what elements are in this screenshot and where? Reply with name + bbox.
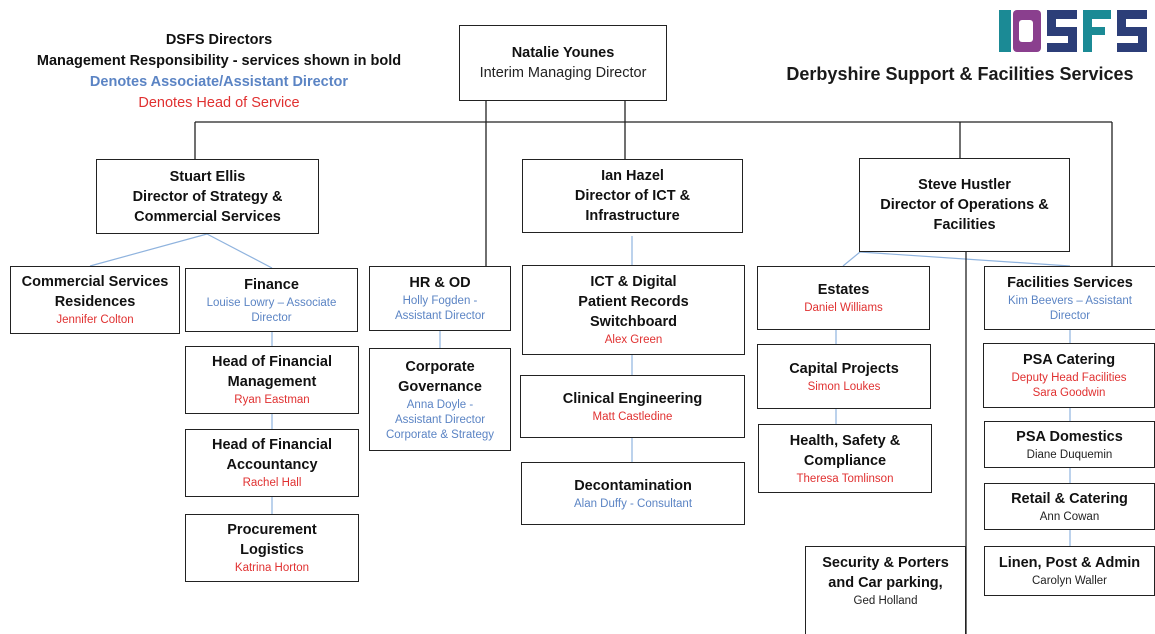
- unit-security-box: Security & Porters and Car parking, Ged …: [805, 546, 966, 634]
- unit-hr-box: HR & OD Holly Fogden - Assistant Directo…: [369, 266, 511, 331]
- unit-psa-domestics-title: PSA Domestics: [1016, 428, 1123, 445]
- unit-facilities-associate-2: Director: [1049, 309, 1091, 322]
- director-strategy-name: Stuart Ellis: [169, 168, 246, 185]
- unit-finance-associate-2: Director: [251, 311, 292, 324]
- md-box: Natalie Younes Interim Managing Director: [459, 25, 667, 101]
- unit-hr-title: HR & OD: [409, 275, 471, 291]
- unit-governance-associate-3: Corporate & Strategy: [385, 428, 495, 441]
- unit-clinical-title: Clinical Engineering: [562, 390, 703, 407]
- unit-linen-title: Linen, Post & Admin: [998, 555, 1141, 571]
- director-strategy-box: Stuart Ellis Director of Strategy & Comm…: [96, 159, 319, 234]
- unit-hfm-head: Ryan Eastman: [234, 394, 310, 406]
- unit-estates-title: Estates: [817, 282, 870, 298]
- legend: DSFS Directors Management Responsibility…: [14, 30, 424, 114]
- director-ict-role-2: Infrastructure: [585, 208, 680, 224]
- unit-psa-catering-box: PSA Catering Deputy Head Facilities Sara…: [983, 343, 1155, 408]
- unit-security-title-2: and Car parking,: [828, 575, 943, 591]
- unit-psa-catering-head-2: Sara Goodwin: [1032, 387, 1106, 399]
- unit-security-head: Ged Holland: [853, 595, 918, 607]
- unit-ict-digital-head: Alex Green: [604, 334, 663, 346]
- unit-clinical-head: Matt Castledine: [592, 410, 673, 423]
- unit-capital-head: Simon Loukes: [807, 380, 881, 393]
- md-name: Natalie Younes: [511, 45, 615, 61]
- unit-hr-associate: Holly Fogden -: [402, 295, 478, 307]
- unit-hs-box: Health, Safety & Compliance Theresa Toml…: [758, 424, 932, 493]
- unit-estates-box: Estates Daniel Williams: [757, 266, 930, 330]
- unit-psa-domestics-head: Diane Duquemin: [1026, 448, 1113, 461]
- director-ict-name: Ian Hazel: [601, 168, 664, 184]
- unit-finance-title: Finance: [244, 276, 299, 293]
- unit-hs-head: Theresa Tomlinson: [796, 472, 894, 485]
- unit-retail-title: Retail & Catering: [1011, 490, 1128, 507]
- unit-clinical-box: Clinical Engineering Matt Castledine: [520, 375, 745, 438]
- unit-ict-digital-title-2: Patient Records: [578, 294, 689, 310]
- unit-ict-digital-title-3: Switchboard: [589, 314, 677, 330]
- director-strategy-role: Director of Strategy &: [132, 188, 283, 205]
- unit-governance-title: Corporate: [405, 358, 475, 375]
- unit-governance-associate-2: Assistant Director: [394, 413, 486, 426]
- unit-hfa-head: Rachel Hall: [242, 477, 302, 489]
- unit-security-title: Security & Porters: [822, 555, 949, 571]
- unit-decon-title: Decontamination: [574, 477, 692, 494]
- dsfs-logo: [999, 10, 1147, 52]
- unit-decon-consultant: Alan Duffy - Consultant: [573, 497, 693, 510]
- director-ops-box: Steve Hustler Director of Operations & F…: [859, 158, 1070, 252]
- unit-facilities-box: Facilities Services Kim Beevers – Assist…: [984, 266, 1155, 330]
- unit-hr-associate-2: Assistant Director: [394, 310, 486, 322]
- unit-facilities-title: Facilities Services: [1007, 274, 1133, 291]
- director-ops-role: Director of Operations &: [880, 197, 1049, 213]
- unit-psa-catering-head: Deputy Head Facilities: [1011, 372, 1127, 384]
- unit-finance-box: Finance Louise Lowry – Associate Directo…: [185, 268, 358, 332]
- unit-hfa-box: Head of Financial Accountancy Rachel Hal…: [185, 429, 359, 497]
- director-strategy-role-2: Commercial Services: [134, 208, 281, 225]
- unit-ict-digital-title: ICT & Digital: [590, 274, 677, 290]
- director-ict-box: Ian Hazel Director of ICT & Infrastructu…: [522, 159, 743, 233]
- unit-hs-title: Health, Safety &: [789, 432, 901, 449]
- unit-psa-domestics-box: PSA Domestics Diane Duquemin: [984, 421, 1155, 468]
- unit-procurement-title-2: Logistics: [240, 542, 304, 558]
- unit-linen-box: Linen, Post & Admin Carolyn Waller: [984, 546, 1155, 596]
- unit-procurement-box: Procurement Logistics Katrina Horton: [185, 514, 359, 582]
- unit-procurement-head: Katrina Horton: [234, 562, 310, 574]
- director-ops-role-2: Facilities: [933, 217, 996, 233]
- director-ops-name: Steve Hustler: [918, 177, 1011, 193]
- unit-procurement-title: Procurement: [227, 522, 317, 538]
- unit-capital-box: Capital Projects Simon Loukes: [757, 344, 931, 409]
- unit-governance-box: Corporate Governance Anna Doyle - Assist…: [369, 348, 511, 451]
- brand-name: Derbyshire Support & Facilities Services: [786, 64, 1134, 84]
- legend-title: DSFS Directors: [165, 32, 273, 48]
- unit-retail-head: Ann Cowan: [1039, 510, 1100, 523]
- unit-hfm-title-2: Management: [227, 374, 317, 390]
- md-role: Interim Managing Director: [479, 65, 647, 81]
- unit-commercial-title-2: Residences: [54, 294, 136, 310]
- unit-linen-head: Carolyn Waller: [1032, 575, 1107, 587]
- unit-commercial-head: Jennifer Colton: [56, 314, 134, 326]
- unit-facilities-associate: Kim Beevers – Assistant: [1008, 294, 1132, 307]
- unit-capital-title: Capital Projects: [789, 360, 899, 377]
- unit-decon-box: Decontamination Alan Duffy - Consultant: [521, 462, 745, 525]
- unit-hfa-title: Head of Financial: [211, 437, 333, 453]
- legend-head-note: Denotes Head of Service: [138, 95, 300, 111]
- unit-hs-title-2: Compliance: [803, 452, 887, 469]
- unit-governance-associate: Anna Doyle -: [406, 398, 474, 411]
- unit-commercial-box: Commercial Services Residences Jennifer …: [10, 266, 180, 334]
- director-ict-role: Director of ICT &: [574, 188, 691, 204]
- unit-estates-head: Daniel Williams: [804, 302, 883, 314]
- unit-hfm-title: Head of Financial: [211, 354, 333, 370]
- unit-hfm-box: Head of Financial Management Ryan Eastma…: [185, 346, 359, 414]
- unit-finance-associate: Louise Lowry – Associate: [206, 296, 337, 309]
- unit-psa-catering-title: PSA Catering: [1022, 352, 1116, 368]
- unit-retail-box: Retail & Catering Ann Cowan: [984, 483, 1155, 530]
- legend-associate-note: Denotes Associate/Assistant Director: [89, 74, 349, 90]
- unit-governance-title-2: Governance: [398, 378, 482, 395]
- unit-commercial-title: Commercial Services: [21, 274, 169, 290]
- unit-ict-digital-box: ICT & Digital Patient Records Switchboar…: [522, 265, 745, 355]
- unit-hfa-title-2: Accountancy: [226, 457, 318, 473]
- legend-management-note: Management Responsibility - services sho…: [36, 53, 402, 69]
